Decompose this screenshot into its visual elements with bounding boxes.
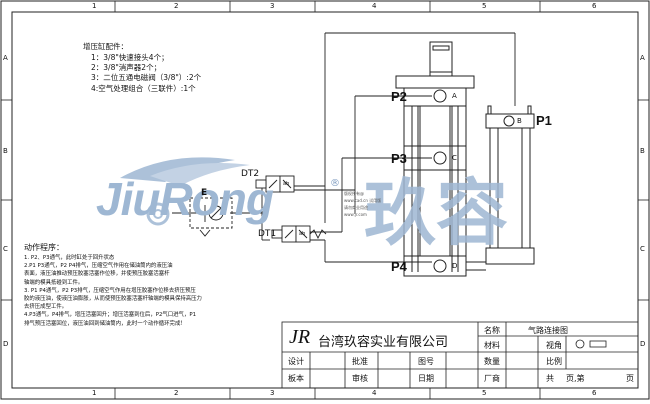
port-letter-c: C [452,154,457,162]
col-label-2-bottom: 2 [174,389,179,397]
watermark-chinese: 玖容 [364,171,509,255]
tb-drawing-no-label: 图号 [418,357,434,366]
tb-name-label: 名称 [484,326,500,335]
copyright-line-4: www.jr.com [344,212,367,217]
parts-item-2: 2：3/8"消声器2个； [91,63,162,72]
tb-pages-rest: 页,第 [566,374,585,383]
col-label-5: 5 [482,2,487,10]
valve-dt2-port-b: ab [283,181,290,187]
copyright-line-3: 请勿商业用途 [344,205,368,210]
parts-item-3: 3：二位五通电磁阀（3/8"）:2个 [91,73,202,82]
step-line-5: 3. P1 P4通气，P2 P3排气，压缩空气作用在增压胶塞作位移去挤压预压 [24,287,196,294]
row-label-a: A [3,54,8,62]
step-line-6: 胶的液压油，使液压油膨胀，从而使预压胶塞活塞杆轴端的模具保持高压力 [24,296,202,303]
step-line-9: 排气预压活塞回位，液压油回到储油筒内，此时一个动作循环完成！ [24,320,186,327]
step-line-3: 表面，液压油推动预压胶塞活塞作位移，并使预压胶塞活塞杆 [24,271,170,278]
tb-pages-total: 共 [546,374,554,383]
valve-dt1-label: DT1 [258,229,277,239]
port-letter-d: D [452,262,458,270]
col-label-5-bottom: 5 [482,389,487,397]
tb-page-unit: 页 [626,374,634,383]
step-line-1: 1. P2、P3通气，此时缸处于回升状态 [24,255,115,261]
booster-cylinder [395,41,535,277]
parts-item-1: 1：3/8"快速接头4个； [91,53,169,62]
valve-dt2-label: DT2 [241,169,260,179]
parts-heading: 增压缸配件： [83,42,128,51]
steps-heading: 动作程序： [24,243,64,252]
tb-approve-label: 批准 [352,357,368,366]
copyright-line-1: 版权所有@ [344,191,364,196]
watermark-logo [120,157,250,226]
row-label-d-right: D [640,340,646,348]
row-label-c: C [3,245,8,253]
tb-factory-label: 厂商 [484,374,500,383]
step-line-2: 2.P1 P3通气，P2 P4排气，压缩空气作用在储油筒内的液压油 [24,263,173,270]
col-label-3-bottom: 3 [270,389,275,397]
watermark-registered: ® [330,178,340,189]
col-label-4-bottom: 4 [372,389,377,397]
title-block-grid [281,321,639,389]
col-label-6-bottom: 6 [592,389,597,397]
row-label-a-right: A [640,54,645,62]
step-line-4: 轴端的模具抵碰到工件。 [24,279,84,286]
company-name: 台湾玖容实业有限公司 [318,335,449,350]
tb-design-label: 设计 [288,357,304,366]
step-line-7: 去挤压成型工件。 [24,304,68,311]
col-label-6: 6 [592,2,597,10]
port-p4: P4 [391,259,407,274]
row-label-c-right: C [640,245,645,253]
valve-dt2 [255,175,295,193]
company-logo: JR [289,326,311,348]
tb-view-label: 视角 [546,341,562,350]
col-label-1: 1 [92,2,97,10]
air-piping [172,32,516,263]
col-label-1-bottom: 1 [92,389,97,397]
port-p1: P1 [536,113,552,128]
tb-material-label: 材料 [484,341,500,350]
tb-review-label: 审核 [352,374,368,383]
unit-label-e: E [201,188,208,198]
watermark-brand: JiuRong [96,173,274,225]
port-letter-a: A [452,92,457,100]
parts-item-4: 4:空气处理组合（三联件）:1个 [91,84,196,93]
tb-layout-label: 板本 [288,374,304,383]
col-label-4: 4 [372,2,377,10]
step-line-8: 4.P3通气，P4排气，增压活塞回升；增压活塞到位后，P2气口进气，P1 [24,312,197,319]
tb-date-label: 日期 [418,374,434,383]
copyright-line-2: www.cad.cn 试用版 [344,198,382,203]
port-letter-b: B [517,117,522,125]
steps-block: 动作程序： 1. P2、P3通气，此时缸处于回升状态 2.P1 P3通气，P2 … [24,242,202,328]
row-label-d: D [3,340,9,348]
col-label-2: 2 [174,2,179,10]
tb-qty-label: 数量 [484,357,500,366]
port-p2: P2 [391,89,407,104]
row-label-b-right: B [640,147,645,155]
port-p3: P3 [391,151,407,166]
air-treatment-unit [189,197,233,237]
valve-dt1-port-b: ab [299,231,306,237]
tb-name-value: 气路连接图 [528,326,568,335]
tb-scale-label: 比例 [546,357,562,366]
row-label-b: B [3,147,8,155]
valve-dt1 [271,225,327,243]
col-label-3: 3 [270,2,275,10]
